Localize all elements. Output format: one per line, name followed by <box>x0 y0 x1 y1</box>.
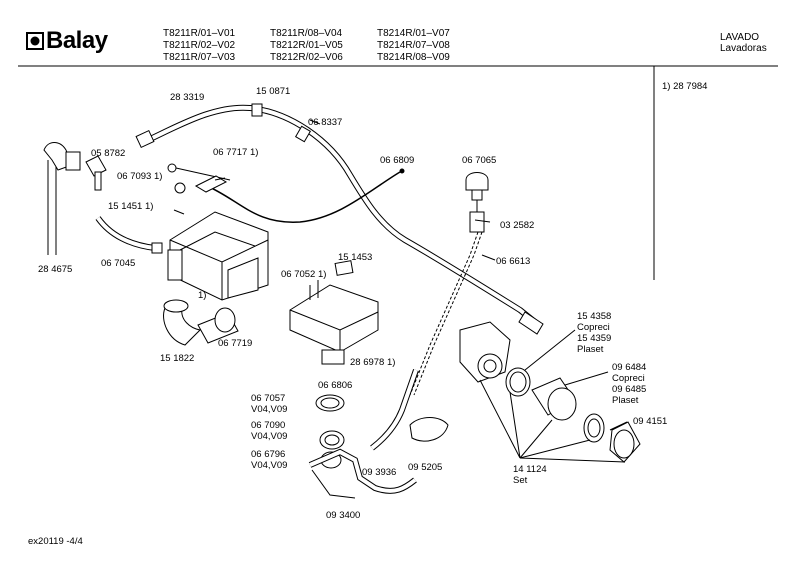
model-code: T8212R/01–V05 <box>270 40 343 51</box>
part-label: Plaset <box>577 344 604 355</box>
part-label: 09 4151 <box>633 416 668 427</box>
detergent-drawer <box>289 284 379 353</box>
part-label: 09 3936 <box>362 467 397 478</box>
leader-096484 <box>564 371 609 386</box>
thermostat-wire <box>204 171 401 223</box>
part-label: 06 6613 <box>496 256 531 267</box>
part-label: Plaset <box>612 395 639 406</box>
dispenser-inner-line <box>179 231 256 251</box>
pressure-tube-066613 <box>409 231 479 396</box>
part-label: 15 1451 1) <box>108 201 154 212</box>
model-code: T8214R/08–V09 <box>377 52 450 63</box>
model-column-2: T8211R/08–V04 T8212R/01–V05 T8212R/02–V0… <box>270 28 343 64</box>
leader-154358 <box>524 329 576 371</box>
bracket-067717 <box>194 175 228 193</box>
hose-clip-2 <box>151 242 163 254</box>
hose-clip <box>251 103 263 117</box>
inlet-valve-stem <box>94 171 102 191</box>
part-label: 15 4358 <box>577 311 612 322</box>
pressure-switch <box>465 172 489 191</box>
part-label: 06 7052 1) <box>281 269 327 280</box>
model-column-3: T8214R/01–V07 T8214R/07–V08 T8214R/08–V0… <box>377 28 450 64</box>
part-label: 05 8782 <box>91 148 126 159</box>
dispenser-side-tube <box>167 249 183 281</box>
switch-connector-032582 <box>469 211 485 233</box>
model-code: T8211R/02–V02 <box>163 40 236 51</box>
part-label: 15 0871 <box>256 86 291 97</box>
model-code: T8211R/08–V04 <box>270 28 343 39</box>
model-code: T8214R/01–V07 <box>377 28 450 39</box>
part-label: 03 2582 <box>500 220 535 231</box>
leader-094151 <box>609 421 628 431</box>
part-label: 28 6978 1) <box>350 357 396 368</box>
page-reference: ex20119 -4/4 <box>28 536 83 547</box>
part-label: Copreci <box>612 373 645 384</box>
dispenser-edges <box>169 239 269 300</box>
part-label: 15 1453 <box>338 252 373 263</box>
model-code: T8212R/02–V06 <box>270 52 343 63</box>
part-label: 15 1822 <box>160 353 195 364</box>
label-151453 <box>334 260 354 276</box>
dispenser-hose-inner <box>96 216 156 250</box>
part-label: 06 7717 1) <box>213 147 259 158</box>
elbow-joint <box>65 151 81 171</box>
hose-end-connector <box>135 129 155 149</box>
model-code: T8211R/01–V01 <box>163 28 236 39</box>
bellows-151822 <box>163 307 202 346</box>
part-label: 09 6485 <box>612 384 647 395</box>
part-label: 06 6809 <box>380 155 415 166</box>
part-label: 15 4359 <box>577 333 612 344</box>
clip-095205 <box>409 417 449 442</box>
drain-tube-outer <box>370 369 419 451</box>
drain-tube-inner <box>370 369 418 450</box>
inlet-valve-body <box>85 155 107 177</box>
fill-hose-inner <box>147 105 537 324</box>
part-label: 06 6806 <box>318 380 353 391</box>
dispenser-front-opening <box>227 257 259 299</box>
part-label: 06 7065 <box>462 155 497 166</box>
leader-141124 <box>479 379 626 463</box>
drain-hose-vertical <box>47 160 57 255</box>
part-label: V04,V09 <box>251 460 288 471</box>
dispenser-hose-outer <box>95 216 156 251</box>
drawer-hook <box>309 280 319 300</box>
part-label: 06 7719 <box>218 338 253 349</box>
drawer-handle <box>321 349 345 365</box>
brand-name: Balay <box>46 27 108 54</box>
part-label: V04,V09 <box>251 404 288 415</box>
part-label: 1) <box>198 290 207 301</box>
part-label: 06 7045 <box>101 258 136 269</box>
category-label: LAVADO <box>720 32 760 43</box>
spring-151451 <box>173 209 185 215</box>
elbow-connector <box>43 142 73 171</box>
part-label: 06 7093 1) <box>117 171 163 182</box>
note-1: 1) 28 7984 <box>662 81 708 92</box>
part-label: 06 7057 <box>251 393 286 404</box>
balay-logo-icon <box>26 32 44 50</box>
ring-terminal <box>167 163 177 173</box>
part-label: 06 8337 <box>308 117 343 128</box>
drain-hose-093400-inner <box>309 449 417 493</box>
part-label: 06 6796 <box>251 449 286 460</box>
part-label: 09 6484 <box>612 362 647 373</box>
subcategory-label: Lavadoras <box>720 43 767 54</box>
model-code: T8214R/07–V08 <box>377 40 450 51</box>
screw-067093 <box>174 182 186 194</box>
model-code: T8211R/07–V03 <box>163 52 236 63</box>
part-label: V04,V09 <box>251 431 288 442</box>
part-label: 28 3319 <box>170 92 205 103</box>
model-column-1: T8211R/01–V01 T8211R/02–V02 T8211R/07–V0… <box>163 28 235 64</box>
part-label: 14 1124 <box>513 464 547 475</box>
hose-clamp <box>294 125 312 143</box>
part-label: Copreci <box>577 322 610 333</box>
part-label: 09 3400 <box>326 510 361 521</box>
part-label: 06 7090 <box>251 420 286 431</box>
part-label: 28 4675 <box>38 264 73 275</box>
hose-outlet-end <box>518 311 544 335</box>
part-label: Set <box>513 475 528 486</box>
part-label: 09 5205 <box>408 462 443 473</box>
